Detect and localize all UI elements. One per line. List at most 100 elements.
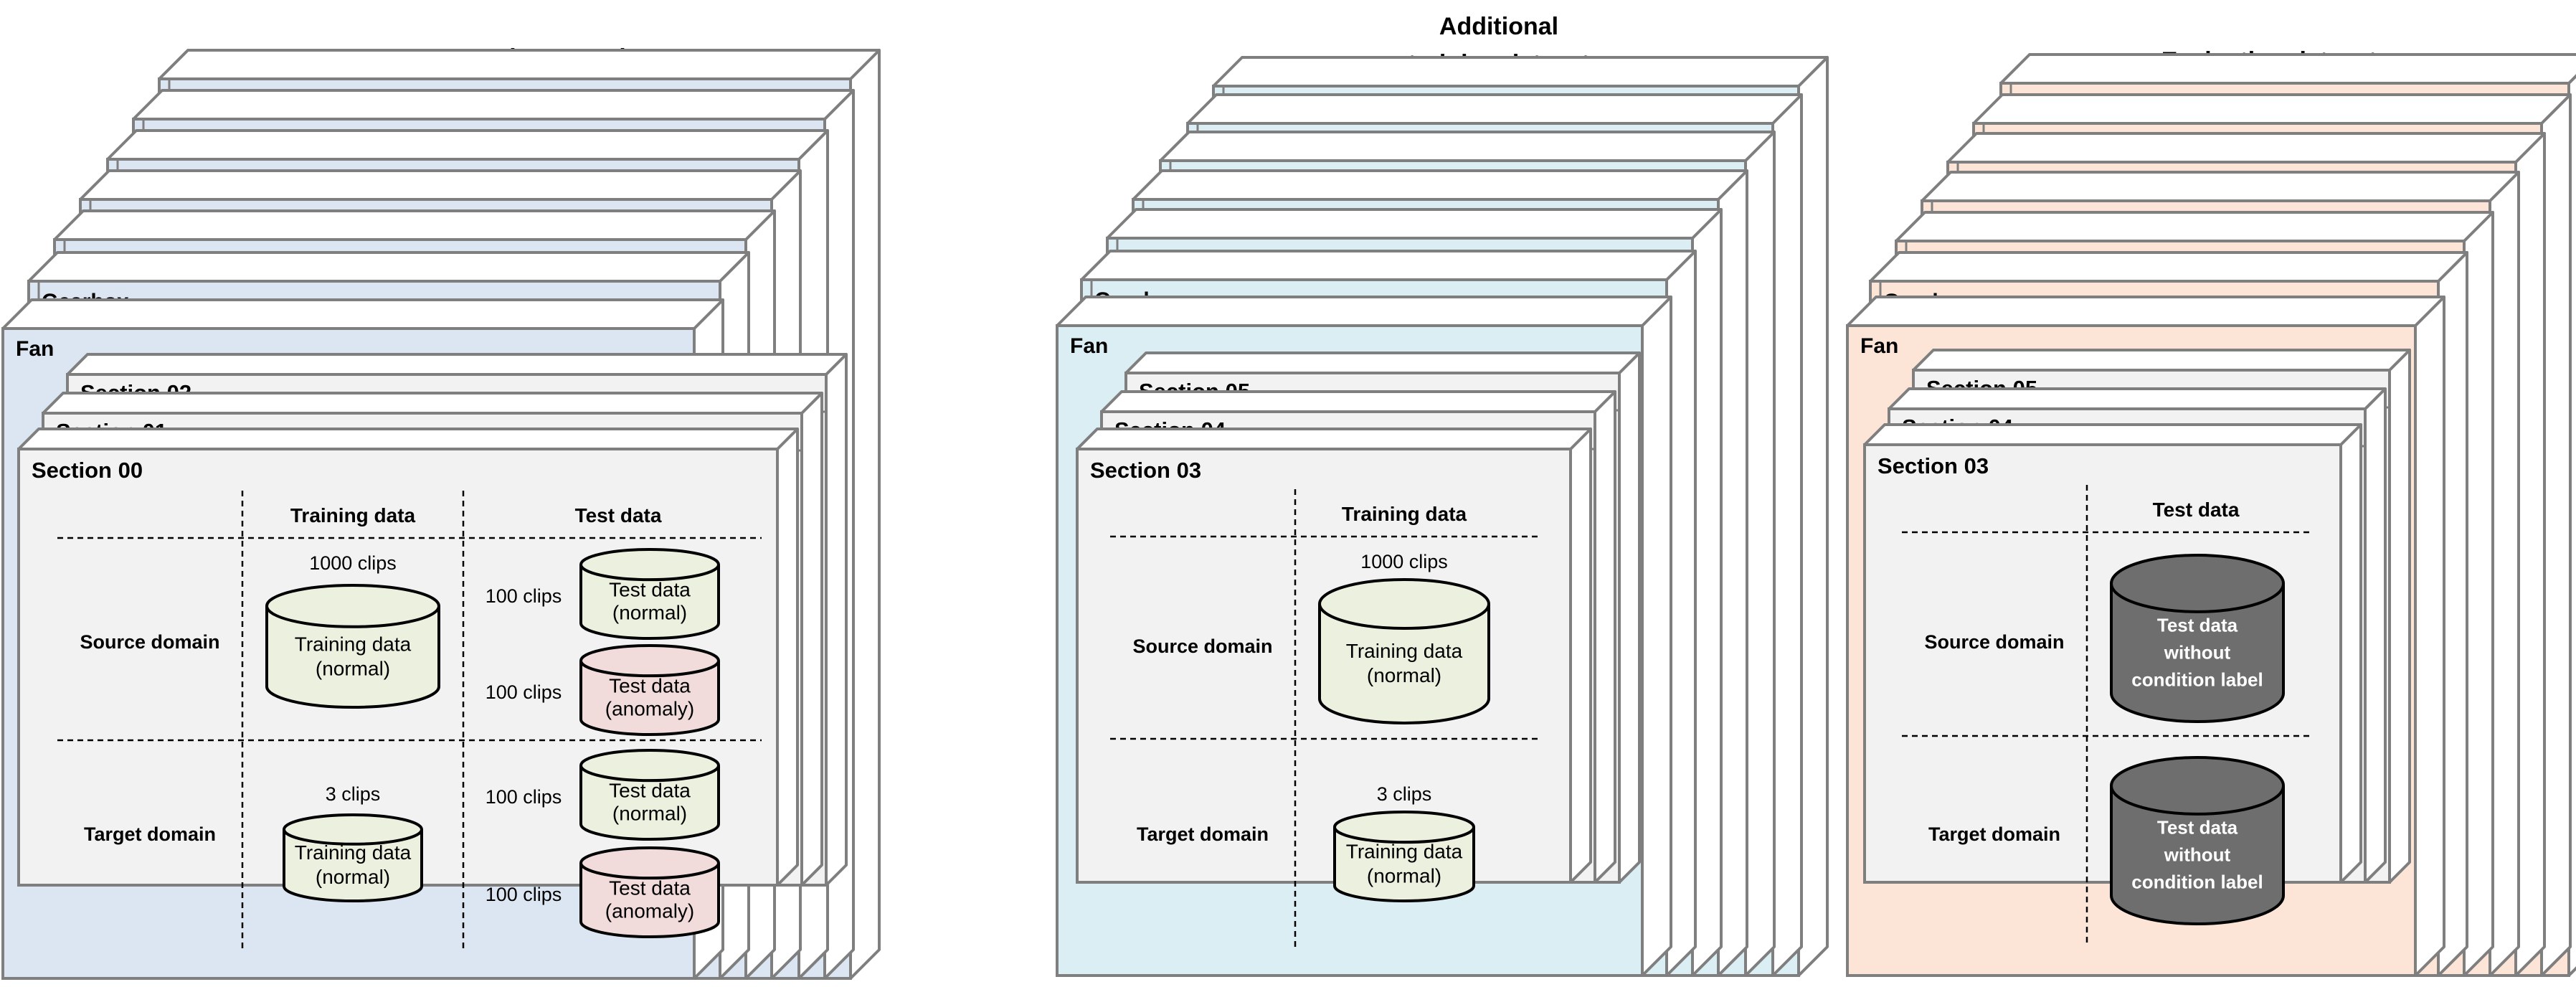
card-top-face	[1186, 93, 1803, 125]
domain-label: Target domain	[1137, 823, 1269, 845]
test-cylinder	[579, 749, 720, 841]
card-top-face	[132, 89, 855, 121]
cylinder-label: Test data	[2157, 615, 2238, 636]
cylinder-label: (anomaly)	[605, 698, 694, 720]
card-top-face	[79, 169, 802, 201]
cylinder-top	[2110, 554, 2285, 613]
cylinder-top	[579, 846, 720, 880]
card-top-face	[1132, 169, 1748, 201]
card-top-face	[1124, 351, 1641, 374]
cylinder-label: Test data	[609, 877, 691, 899]
training-cylinder	[1318, 578, 1490, 724]
clip-count: 100 clips	[486, 585, 562, 607]
cylinder-label: (normal)	[316, 657, 390, 679]
cylinder-top	[2110, 756, 2285, 816]
cylinder-body	[579, 765, 720, 841]
test-cylinder	[2110, 756, 2285, 925]
domain-label: Source domain	[80, 631, 219, 653]
card-top-face	[1159, 131, 1776, 162]
section-label: Section 03	[1090, 458, 1201, 483]
card-top-face	[1972, 93, 2572, 125]
clip-count: 100 clips	[486, 681, 562, 703]
card-top-face	[66, 353, 848, 376]
training-cylinder	[1333, 811, 1475, 902]
card-top-face	[1946, 132, 2546, 164]
column-header: Training data	[290, 504, 416, 526]
card-top-face	[42, 392, 823, 415]
domain-label: Target domain	[1928, 823, 2060, 845]
card-side-face	[825, 353, 848, 887]
card-top-face	[158, 49, 881, 80]
card-side-face	[1641, 296, 1672, 977]
cylinder-label: without	[2164, 844, 2231, 866]
cylinder-body	[579, 661, 720, 736]
machine-label: Fan	[1860, 334, 1898, 358]
card-side-face	[776, 428, 799, 887]
card-side-face	[2339, 423, 2362, 884]
cylinder-label: Test data	[609, 579, 691, 601]
cylinder-label: Test data	[2157, 817, 2238, 839]
card-top-face	[1869, 251, 2468, 283]
machine-label: Fan	[1070, 334, 1108, 358]
cylinder-top	[265, 584, 440, 628]
cylinder-top	[579, 644, 720, 678]
cylinder-label: Training data	[295, 633, 412, 655]
panel-title: Additional	[1439, 13, 1558, 40]
section-label: Section 03	[1877, 453, 1989, 478]
cylinder-body	[579, 565, 720, 640]
cylinder-label: Test data	[609, 675, 691, 697]
cylinder-label: (normal)	[612, 602, 687, 624]
card-top-face	[1100, 390, 1616, 413]
card-side-face	[1744, 131, 1776, 977]
cylinder-top	[579, 548, 720, 582]
cylinder-body	[1318, 604, 1490, 724]
cylinder-label: Test data	[609, 780, 691, 802]
card-top-face	[1080, 250, 1697, 281]
test-cylinder	[579, 846, 720, 938]
cylinder-top	[1333, 811, 1475, 844]
machine-label: Fan	[16, 337, 54, 361]
domain-label: Source domain	[1132, 636, 1272, 657]
cylinder-body	[283, 829, 423, 902]
cylinder-label: condition label	[2131, 669, 2263, 691]
card-top-face	[17, 428, 799, 450]
cylinder-label: Training data	[1346, 841, 1463, 863]
card-side-face	[2388, 349, 2411, 884]
column-header: Test data	[575, 504, 662, 526]
card-top-face	[1921, 171, 2520, 202]
cylinder-body	[2110, 583, 2285, 723]
card-top-face	[1056, 296, 1672, 327]
cylinder-label: (anomaly)	[605, 900, 694, 922]
training-cylinder	[265, 584, 440, 709]
cylinder-label: without	[2164, 642, 2231, 663]
column-header: Test data	[2153, 499, 2240, 521]
clip-count: 1000 clips	[309, 552, 397, 574]
card-top-face	[1863, 423, 2362, 446]
cylinder-label: Training data	[295, 841, 412, 864]
domain-label: Source domain	[1924, 631, 2064, 653]
test-cylinder	[579, 644, 720, 736]
clip-count: 3 clips	[1377, 783, 1432, 805]
card-side-face	[2364, 387, 2387, 884]
cylinder-body	[265, 605, 440, 709]
cylinder-label: (normal)	[612, 803, 687, 825]
card-top-face	[27, 251, 750, 283]
test-cylinder	[2110, 554, 2285, 723]
cylinder-top	[1318, 578, 1490, 630]
card-side-face	[1771, 93, 1803, 977]
cylinder-label: (normal)	[1367, 664, 1441, 686]
cylinder-body	[1333, 827, 1475, 902]
card-top-face	[1, 298, 724, 330]
card-side-face	[1618, 351, 1641, 884]
card-top-face	[1895, 211, 2494, 242]
cylinder-body	[2110, 785, 2285, 925]
card-top-face	[1888, 387, 2387, 410]
cylinder-label: (normal)	[316, 866, 390, 888]
card-side-face	[800, 392, 823, 887]
clip-count: 3 clips	[326, 783, 381, 805]
cylinder-top	[579, 749, 720, 783]
column-header: Training data	[1342, 503, 1467, 525]
card-top-face	[1212, 56, 1829, 88]
cylinder-top	[283, 813, 423, 846]
